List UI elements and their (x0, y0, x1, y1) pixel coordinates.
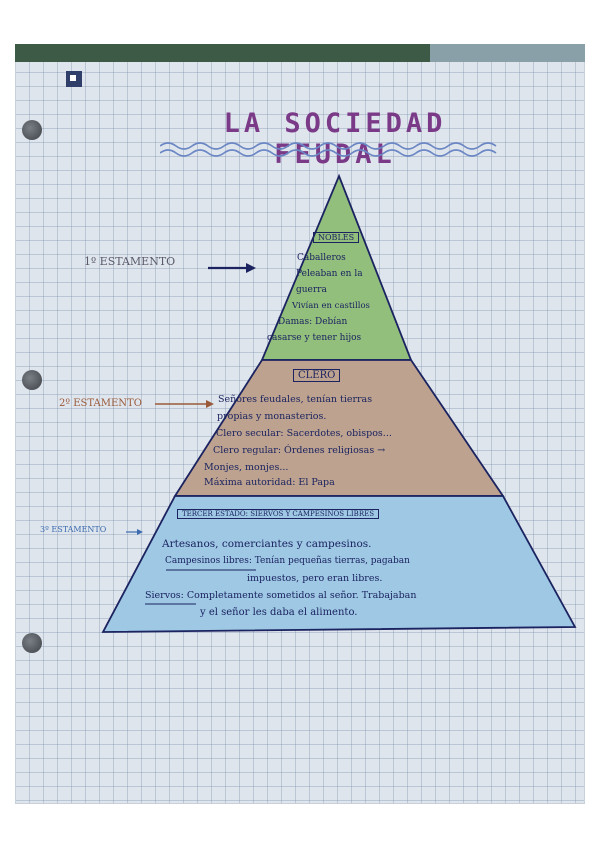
arrow-head-second (206, 400, 214, 408)
background-strip-right (430, 44, 585, 62)
punch-hole-icon (22, 120, 42, 140)
tercer-estado-line: Artesanos, comerciantes y campesinos. (162, 538, 372, 550)
punch-hole-icon (22, 633, 42, 653)
nobles-line: guerra (296, 285, 327, 295)
tercer-estado-line: Campesinos libres: Tenían pequeñas tierr… (165, 556, 410, 566)
heading-clero: CLERO (293, 369, 341, 382)
level-label-first: 1º ESTAMENTO (84, 255, 176, 268)
clero-line: propias y monasterios. (217, 411, 327, 422)
heading-tercer-estado: TERCER ESTADO: SIERVOS Y CAMPESINOS LIBR… (177, 509, 379, 519)
clero-line: Máxima autoridad: El Papa (204, 477, 335, 488)
nobles-line: Peleaban en la (296, 269, 363, 279)
clero-line: Clero secular: Sacerdotes, obispos... (216, 428, 392, 439)
arrow-head-first (246, 263, 256, 273)
clero-line: Monjes, monjes... (204, 462, 289, 473)
heading-nobles: NOBLES (313, 232, 360, 243)
level-label-third: 3º ESTAMENTO (40, 525, 107, 534)
title-underline-wave (160, 142, 497, 157)
tercer-estado-line: Siervos: Completamente sometidos al seño… (145, 590, 417, 601)
punch-hole-icon (22, 370, 42, 390)
arrow-head-third (137, 529, 143, 535)
clero-line: Señores feudales, tenían tierras (218, 394, 373, 405)
pyramid-level-tercer-estado (101, 495, 577, 633)
level-label-second: 2º ESTAMENTO (59, 398, 142, 409)
nobles-line: Vivían en castillos (292, 301, 370, 311)
clero-line: Clero regular: Órdenes religiosas → (213, 445, 386, 456)
tercer-estado-line: y el señor les daba el alimento. (200, 607, 358, 618)
notebook-logo-icon (66, 71, 82, 87)
tercer-estado-line: impuestos, pero eran libres. (247, 573, 383, 584)
nobles-line: casarse y tener hijos (267, 333, 362, 343)
nobles-line: Caballeros (297, 253, 346, 263)
nobles-line: Damas: Debían (278, 317, 348, 327)
